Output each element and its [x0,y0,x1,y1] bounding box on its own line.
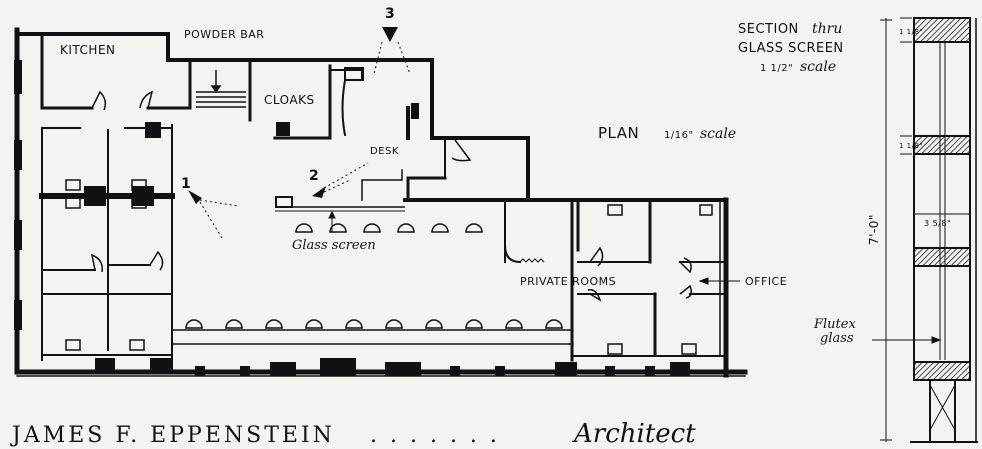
fixtures [65,179,713,355]
room-label-cloaks: CLOAKS [264,93,315,107]
glass-screen [275,196,405,232]
section-title-line1: SECTION [738,22,799,37]
stairs [196,70,246,108]
section-dim-mid: 1 1/8" [899,142,923,150]
view-label-1: 1 [181,176,191,192]
architect-title: Architect [572,419,696,449]
room-label-powder-bar: POWDER BAR [184,28,264,41]
view-label-2: 2 [309,168,319,184]
view-label-3: 3 [385,6,395,22]
section-drawing [872,17,978,443]
view-camera-1-icon [188,190,239,239]
architect-dots: . . . . . . . [370,423,500,448]
view-camera-3-icon [373,27,411,75]
office-leader [698,277,740,285]
room-label-kitchen: KITCHEN [60,43,116,57]
plan-title: PLAN [598,124,639,142]
plan-scale-number: 1/16" [664,130,694,141]
section-material-line1: Flutex [813,317,856,332]
room-label-office: OFFICE [745,275,787,288]
glass-screen-label: Glass screen [292,238,376,253]
booths-upper [295,223,483,233]
columns [84,103,419,206]
section-material-line2: glass [820,331,854,346]
plan-walls [14,27,748,378]
plan-scale-word: scale [700,126,736,142]
room-label-private-rooms: PRIVATE ROOMS [520,275,616,288]
section-scale-word: scale [800,59,836,75]
radiator [519,258,545,263]
door-swings [90,90,693,302]
section-scale-number: 1 1/2" [760,63,793,74]
section-dim-top: 1 1/8" [899,28,923,36]
section-title-thru: thru [812,21,842,37]
booths-lower [185,319,563,329]
architect-name: JAMES F. EPPENSTEIN [10,423,335,448]
section-dim-depth: 3 5/8" [924,219,951,228]
room-label-desk: DESK [370,146,399,157]
bottom-wall-windows [95,358,690,376]
left-wall-windows [14,60,22,330]
section-title-line2: GLASS SCREEN [738,41,844,56]
view-camera-2-icon [312,162,369,198]
section-height-dim: 7'-0" [867,214,881,245]
